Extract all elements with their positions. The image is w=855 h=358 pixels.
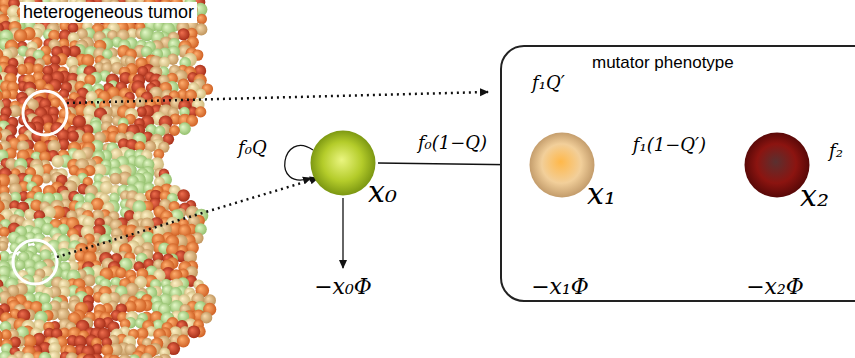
tumor-cell	[108, 355, 120, 358]
tumor-cell	[82, 354, 96, 358]
rate-label: f₀Q	[238, 137, 267, 158]
tumor-cell	[66, 352, 78, 358]
tumor-cell	[67, 131, 79, 143]
edge-label: f₁(1−Q′)	[633, 134, 706, 155]
dotted-pointer	[67, 92, 488, 103]
self-loop	[285, 145, 313, 180]
tumor-cell	[0, 241, 8, 252]
tumor-cell	[141, 353, 153, 358]
death-term: −x₀Φ	[314, 274, 372, 299]
edge-label: f₀(1−Q)	[418, 132, 487, 153]
tumor-cell	[197, 14, 207, 24]
population-label: x₀	[368, 174, 397, 209]
tumor-cell	[195, 88, 206, 99]
rate-label: f₂	[829, 140, 843, 161]
tumor-cell	[118, 354, 131, 358]
tumor-cell	[0, 241, 1, 254]
illustration-title: heterogeneous tumor	[20, 2, 197, 23]
population-label: x₁	[587, 176, 616, 211]
tumor-cell	[0, 294, 1, 305]
tumor-cell	[195, 106, 206, 117]
tumor-cell	[188, 325, 201, 338]
tumor-cell	[14, 29, 27, 42]
rate-label: f₁Q′	[532, 72, 565, 93]
tumor-cell	[39, 352, 52, 358]
tumor-cell	[153, 355, 164, 358]
tumor-cell	[22, 352, 34, 358]
tumor-cell	[178, 79, 190, 91]
group-title: mutator phenotype	[592, 53, 734, 73]
dotted-pointer	[57, 178, 318, 257]
tumor-cell	[115, 267, 126, 278]
death-term: −x₂Φ	[746, 274, 804, 299]
highlight-circle	[13, 240, 57, 284]
tumor-cell	[136, 107, 146, 117]
highlight-circle	[23, 91, 67, 135]
population-label: x₂	[800, 178, 829, 213]
death-term: −x₁Φ	[531, 274, 589, 299]
tumor-cell	[159, 57, 170, 68]
tumor-cell	[17, 64, 28, 75]
outflow-arrow	[342, 198, 343, 268]
sphere-shape	[529, 132, 595, 198]
tumor-cell	[0, 130, 2, 142]
tumor-cell	[6, 355, 18, 358]
tumor-cell	[178, 122, 191, 135]
tumor-cell	[0, 227, 10, 238]
tumor-cell	[52, 155, 65, 168]
tumor-cell	[177, 189, 190, 202]
population-sphere: x₁	[529, 132, 595, 198]
population-sphere: x₀	[310, 130, 376, 196]
tumor-cell	[110, 173, 122, 185]
tumor-cells	[0, 0, 216, 358]
population-sphere: x₂	[744, 132, 810, 198]
sphere-shape	[310, 130, 376, 196]
